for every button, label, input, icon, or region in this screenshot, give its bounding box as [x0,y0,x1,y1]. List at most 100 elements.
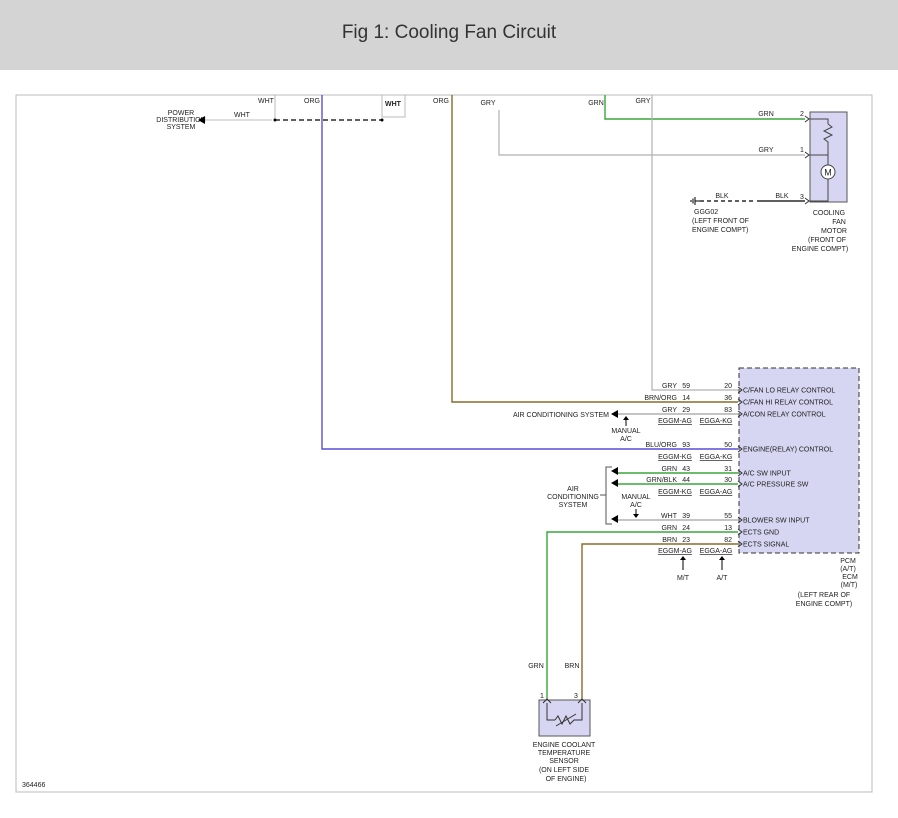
pcm-row-wire-label: BLU/ORG [645,442,677,449]
pcm-row-wire-label: GRN/BLK [646,477,677,484]
pcm-label-line: ENGINE COMPT) [796,601,852,608]
fan-label-line: FAN [832,219,846,226]
thermistor-icon [555,713,577,727]
pcm-row-right-pin: 82 [724,537,732,544]
gry-fan-wire [498,110,805,156]
connector-chevron-icon [737,445,743,453]
pcm-row-right-pin: 31 [724,466,732,473]
connector-chevron-icon [804,115,810,123]
wht-wire-label: WHT [234,112,251,119]
connector-chevron-icon [737,386,743,394]
pcm-row-left-pin: 44 [682,477,690,484]
ect-sensor: 1 3 ENGINE COOLANT TEMPERATURE SENSOR (O… [533,693,596,783]
pcm-row-left-pin: 23 [682,537,690,544]
power-distribution-label-2: DISTRIBUTION [156,117,205,124]
pcm-label-line: PCM [840,558,856,565]
arrow-left-icon [611,515,618,523]
pcm-row-right-pin: 55 [724,513,732,520]
pcm-row-wire-label: GRY [662,407,677,414]
pcm-row-left-pin: 29 [682,407,690,414]
arrow-up-icon [719,556,725,560]
pcm-row-wire-label: GRN [661,466,677,473]
connector-label: EGGA-KG [700,418,733,425]
sensor-internal-wire [546,703,555,721]
pcm-row-function: ECTS GND [743,530,779,537]
pcm-row-left-pin: 93 [682,442,690,449]
wht-connector-box [381,95,406,118]
fan-pin-wire-label: GRN [758,111,774,118]
pcm-row-right-pin: 30 [724,477,732,484]
pcm-label-line: (M/T) [841,582,858,589]
arrow-up-icon [623,416,629,420]
mt-label: M/T [677,575,690,582]
grn-top-label: GRN [588,100,604,107]
power-distribution-label-3: SYSTEM [167,124,196,131]
fan-pin-number: 1 [800,147,804,154]
gry-pcm-wire [651,95,738,391]
pcm-annotations: AIR CONDITIONING SYSTEM MANUAL A/C EGGM-… [513,410,858,608]
gry-a-label: GRY [480,100,495,107]
pcm-box [738,367,860,554]
fan-label-line: MOTOR [821,228,847,235]
arrow-left-icon [611,410,618,418]
ground-label-line: ENGINE COMPT) [692,227,748,234]
pcm-row-right-pin: 50 [724,442,732,449]
motor-symbol: M [824,168,832,178]
connector-chevron-icon [737,540,743,548]
ground-label-line: GGG02 [694,209,718,216]
fan-pin-wire-label: GRY [758,147,773,154]
sensor-wire-label: BRN [565,663,580,670]
connector-chevron-icon [737,528,743,536]
wht-left-label: WHT [258,98,275,105]
sensor-label-line: OF ENGINE) [546,776,587,783]
resistor-icon [822,123,834,155]
pcm-label-line: (LEFT REAR OF [798,592,850,599]
pcm-label-line: (A/T) [840,566,856,573]
connector-chevron-icon [737,410,743,418]
sensor-label-line: SENSOR [549,758,579,765]
arrow-left-icon [611,479,618,487]
ac-system-label-1: AIR CONDITIONING SYSTEM [513,412,609,419]
fan-label-line: COOLING [813,210,845,217]
pcm-row-wire-label: BRN/ORG [644,395,677,402]
connector-label: EGGA-AG [700,548,733,555]
sensor-pin-number: 3 [574,693,578,700]
thermistor-icon [554,703,583,726]
blk-left-label: BLK [715,193,729,200]
main-wires [321,95,805,450]
cooling-fan-motor: GRN 2 GRY 1 BLK 3 M COOLING FAN MOTOR (F… [758,111,848,253]
pcm-row-right-pin: 13 [724,525,732,532]
fan-pin-number: 3 [800,194,804,201]
connector-chevron-icon [804,151,810,159]
at-label: A/T [717,575,729,582]
connector-chevron-icon [804,197,810,205]
pcm-row-right-pin: 36 [724,395,732,402]
pcm-module [738,367,860,554]
pcm-label-line: ECM [842,574,858,581]
pcm-row-wire-label: GRN [661,525,677,532]
sensor-pin-number: 1 [540,693,544,700]
connector-label: EGGA-KG [700,454,733,461]
connector-label: EGGM-KG [658,454,692,461]
pcm-row-left-pin: 59 [682,383,690,390]
ground-ggg02: BLK GGG02 (LEFT FRONT OF ENGINE COMPT) [690,193,805,234]
arrow-down-icon [633,514,639,518]
pcm-row-function: ENGINE(RELAY) CONTROL [743,447,833,454]
fan-pin-wire-label: BLK [775,193,789,200]
pcm-row-right-pin: 20 [724,383,732,390]
wht-bold-label: WHT [385,101,402,108]
power-distribution-label-1: POWER [168,110,194,117]
pcm-row-function: BLOWER SW INPUT [743,518,810,525]
ac-system-label-2: AIR [567,486,579,493]
connector-label: EGGM-AG [658,548,692,555]
sensor-label-line: ENGINE COOLANT [533,742,596,749]
connector-chevron-icon [737,480,743,488]
connector-label: EGGM-AG [658,418,692,425]
pcm-row-left-pin: 24 [682,525,690,532]
grn-fan-wire [604,95,805,120]
manual-ac-label: A/C [620,436,632,443]
sensor-label-line: TEMPERATURE [538,750,591,757]
pcm-row-function: A/C PRESSURE SW [743,482,809,489]
pcm-row-function: C/FAN LO RELAY CONTROL [743,388,835,395]
